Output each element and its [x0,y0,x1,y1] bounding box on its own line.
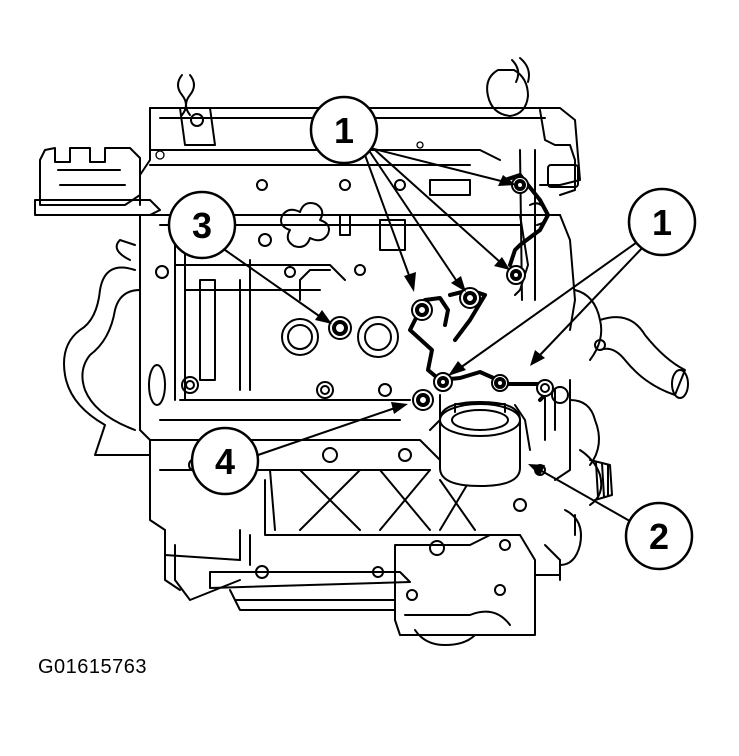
callout-2: 2 [624,501,694,571]
callout-label: 2 [649,516,669,557]
callout-label: 1 [652,202,672,243]
callout-label: 1 [334,110,354,151]
callout-label: 3 [192,205,212,246]
callout-1-right: 1 [627,187,697,257]
leader-arrows [224,147,646,521]
engine-block-drawing [34,57,689,646]
callout-label: 4 [215,441,235,482]
callout-4: 4 [190,426,260,496]
callout-3: 3 [167,190,237,260]
figure-caption: G01615763 [38,656,148,678]
callout-1-top: 1 [309,95,379,165]
